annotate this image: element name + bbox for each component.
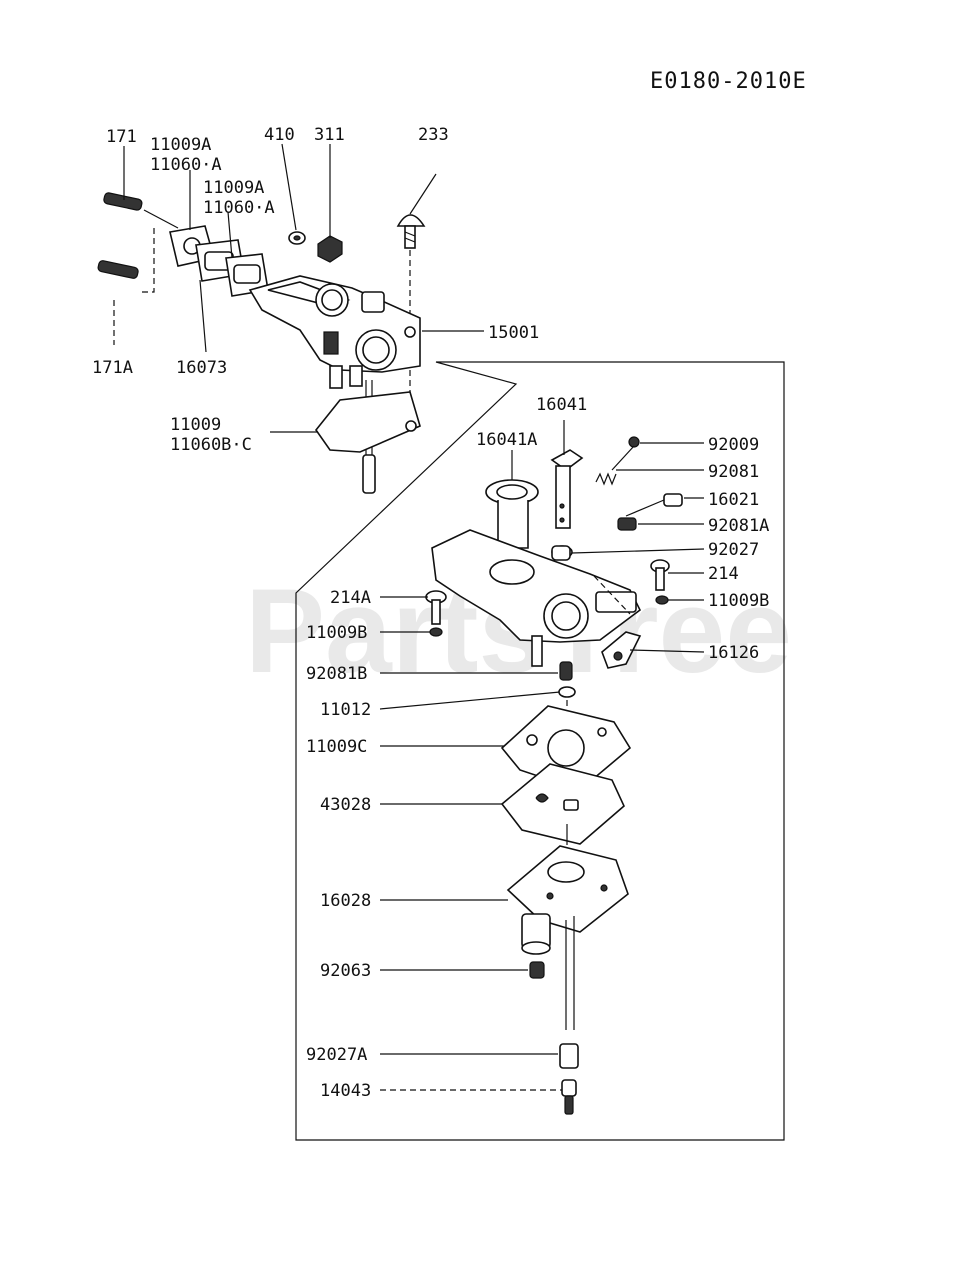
callout-16041a: 16041A [476,430,537,450]
stud-171a [97,260,139,279]
callout-171: 171 [106,127,137,147]
callout-92081b: 92081B [306,664,367,684]
shaft-16041 [550,449,584,559]
callout-92063: 92063 [320,961,371,981]
spring-92081 [595,472,617,486]
spring-92081a [617,517,637,531]
callout-214a: 214A [330,588,371,608]
callout-92027: 92027 [708,540,759,560]
callout-16021: 16021 [708,490,759,510]
callout-11009b-r: 11009B [708,591,769,611]
screw-233 [396,214,426,249]
carburetor-detail-body [431,529,642,667]
gasket-bottom-hole [405,420,417,432]
screw-214a [425,590,447,625]
callout-11009a: 11009A [150,135,211,155]
callout-11060a: 11060·A [150,155,222,175]
callout-92081: 92081 [708,462,759,482]
stud-171 [103,192,179,229]
leader-11009a-2 [227,211,233,259]
spring-92081b [559,661,573,681]
stud-guide [140,228,155,293]
callout-311: 311 [314,125,345,145]
callout-92081a: 92081A [708,516,769,536]
carburetor-body-15001 [248,275,421,494]
callout-43028: 43028 [320,795,371,815]
callout-214: 214 [708,564,739,584]
spring-92027 [551,545,571,561]
washer-11009b-l [429,627,443,637]
screw-92009 [611,436,640,471]
pump-cover-16028 [506,845,629,955]
washer-hole [293,235,301,241]
callout-11009a-2: 11009A [203,178,264,198]
leader-16126 [629,649,705,653]
leader-16073 [199,279,207,353]
washer-11009b-r [655,595,669,605]
callout-11060bc: 11060B·C [170,435,252,455]
callout-171a: 171A [92,358,133,378]
screw-16021 [625,493,683,517]
callout-16028: 16028 [320,891,371,911]
needle-14043 [561,1079,577,1115]
callout-11060a-2: 11060·A [203,198,275,218]
gasket-port [233,264,261,284]
leader-11012 [379,691,561,710]
callout-16041: 16041 [536,395,587,415]
callout-16126: 16126 [708,643,759,663]
callout-16073: 16073 [176,358,227,378]
leader-233 [409,173,437,215]
callout-14043: 14043 [320,1081,371,1101]
leader-92027 [571,548,705,554]
callout-11009b-l: 11009B [306,623,367,643]
callout-233: 233 [418,125,449,145]
spring-92027a [559,1043,579,1069]
callout-410: 410 [264,125,295,145]
callout-11009: 11009 [170,415,221,435]
gasket-11009c [500,705,632,791]
plug-92063 [529,961,545,979]
callout-11009c: 11009C [306,737,367,757]
callout-11012: 11012 [320,700,371,720]
gasket-11009-bottom [315,391,421,453]
leader-410 [281,143,297,231]
callout-15001: 15001 [488,323,539,343]
callout-92009: 92009 [708,435,759,455]
diaphragm-43028 [500,763,625,845]
guide-detail [593,575,631,615]
nut-311 [317,235,343,263]
o-ring-11012 [558,686,576,698]
diagram-code: E0180-2010E [650,69,807,94]
detail-frame [295,361,785,1141]
screw-214 [650,559,670,591]
callout-92027a: 92027A [306,1045,367,1065]
